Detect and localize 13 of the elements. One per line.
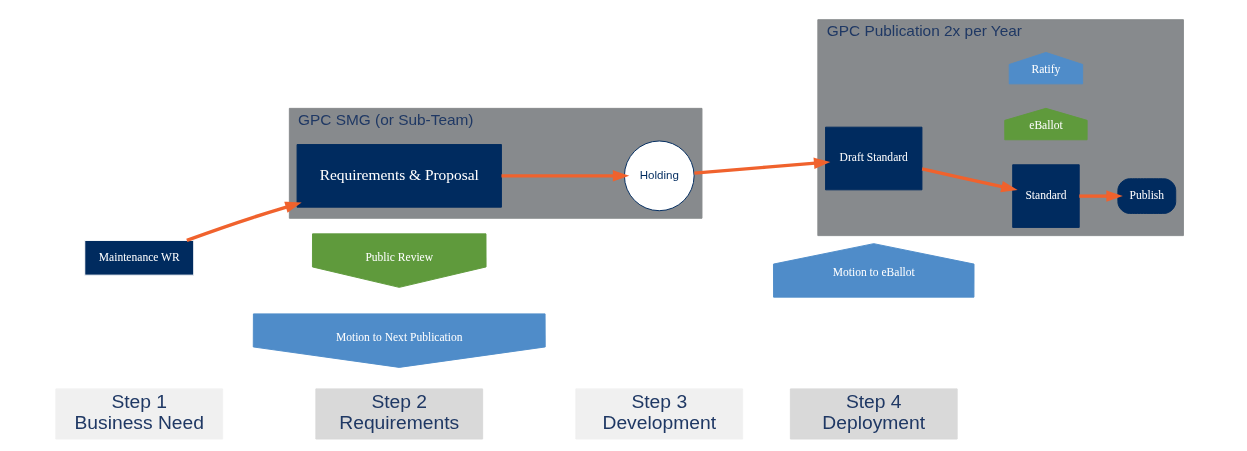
node-box: Maintenance WR (84, 239, 195, 276)
node-box: Requirements & Proposal (296, 144, 502, 208)
arrow (501, 170, 630, 182)
arrow (921, 167, 1018, 193)
node-box: Publish (1117, 178, 1177, 214)
arrow (186, 201, 302, 242)
arrow (694, 157, 831, 175)
node-box: Step 2 Requirements (315, 388, 484, 440)
node-circle: Holding (623, 140, 695, 212)
node-box: Step 4 Deployment (789, 388, 958, 440)
arrow (1079, 190, 1123, 202)
node-box: Draft Standard (825, 126, 923, 191)
node-box: Standard (1012, 164, 1080, 228)
